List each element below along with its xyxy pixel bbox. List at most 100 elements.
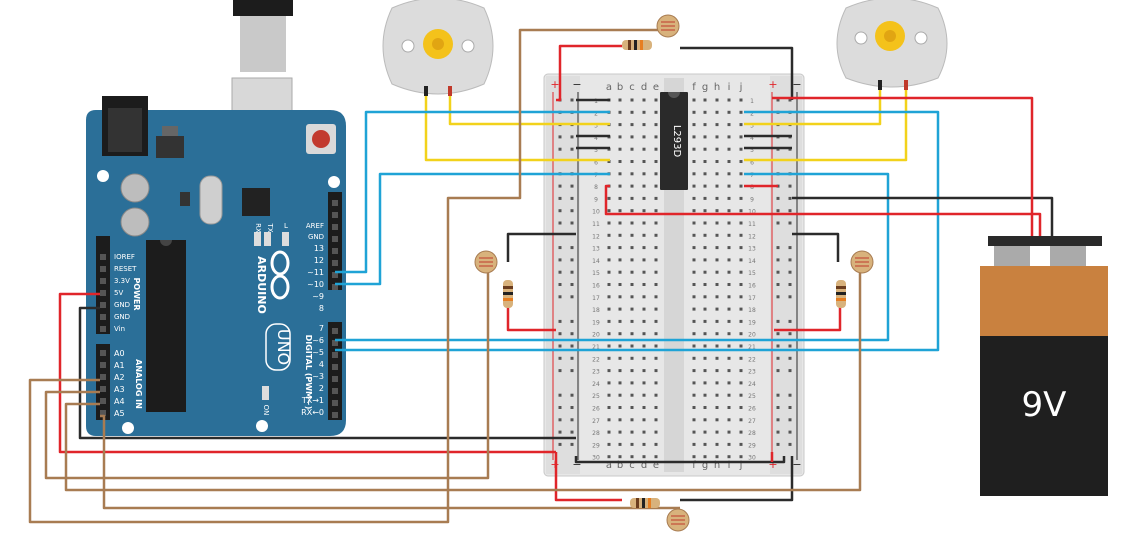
motor-gear-icon	[875, 21, 905, 51]
row-number: 15	[592, 270, 600, 277]
arduino-uno[interactable]: TX RX L ON ARDUINO UNO IOREF RE	[86, 0, 346, 436]
row-number: 6	[594, 160, 598, 167]
pin-ioref: IOREF	[114, 253, 135, 261]
wire-black	[506, 232, 576, 262]
battery-9v[interactable]: 9V	[980, 236, 1108, 496]
col-g: g	[702, 82, 708, 93]
l-label: L	[284, 222, 288, 230]
row-number: 21	[592, 344, 600, 351]
row-number: 9	[750, 196, 754, 203]
col-i-bottom: i	[728, 460, 731, 471]
pin-a4: A4	[114, 397, 125, 406]
l293d-chip[interactable]: L293D	[660, 92, 688, 190]
rail-plus-top-left: +	[550, 78, 559, 91]
wire-red	[774, 300, 842, 332]
row-number: 24	[748, 381, 756, 388]
wire-brown	[64, 262, 862, 492]
dc-motor-left[interactable]	[382, 0, 494, 96]
pin-gnd-2: GND	[114, 313, 130, 321]
row-number: 17	[592, 295, 600, 302]
resistor-right[interactable]	[836, 280, 846, 308]
wire-black	[78, 306, 576, 440]
col-h: h	[714, 82, 720, 93]
row-number: 8	[594, 184, 598, 191]
wire-yellow	[744, 90, 882, 126]
col-d: d	[641, 82, 647, 93]
wire-blue	[335, 172, 610, 286]
tx-label: TX	[266, 222, 274, 232]
row-number: 18	[592, 307, 600, 314]
battery-label: 9V	[1022, 385, 1067, 425]
col-b-bottom: b	[617, 460, 623, 471]
wire-black	[680, 456, 794, 502]
motor-gear-icon	[423, 29, 453, 59]
row-number: 8	[750, 184, 754, 191]
usb-cable-icon	[233, 0, 293, 16]
dc-motor-right[interactable]	[836, 0, 948, 90]
row-number: 9	[594, 196, 598, 203]
pin-gnd-3: GND	[308, 233, 324, 241]
col-f: f	[692, 82, 696, 93]
col-j: j	[739, 82, 743, 93]
row-number: 30	[748, 455, 756, 462]
row-number: 18	[748, 307, 756, 314]
photoresistor-right[interactable]	[850, 250, 874, 274]
row-number: 21	[748, 344, 756, 351]
row-number: 11	[748, 221, 756, 228]
row-number: 22	[592, 356, 600, 363]
wire-blue	[335, 110, 940, 352]
pin-0: RX←0	[301, 408, 324, 417]
pin-2: 2	[319, 384, 324, 393]
pin-4: 4	[319, 360, 324, 369]
row-number: 15	[748, 270, 756, 277]
pin-a5: A5	[114, 409, 125, 418]
arduino-logo-text: ARDUINO	[255, 256, 268, 314]
wire-black	[680, 46, 794, 100]
row-number: 29	[592, 442, 600, 449]
digital-bottom-pin-labels: 7 ~6 ~5 4 ~3 2 TX→1 RX←0	[301, 324, 324, 417]
col-a-bottom: a	[606, 460, 612, 471]
digital-heading: DIGITAL (PWM~)	[304, 335, 313, 410]
pin-5v: 5V	[114, 289, 123, 297]
row-number: 28	[748, 430, 756, 437]
rail-minus-top-left: −	[572, 78, 581, 91]
resistor-left[interactable]	[503, 280, 513, 308]
wire-red	[58, 292, 556, 454]
photoresistor-left[interactable]	[474, 250, 498, 274]
row-number: 3	[750, 123, 754, 130]
row-number: 7	[594, 172, 598, 179]
pin-9: ~9	[312, 292, 324, 301]
rail-plus-bottom-right: +	[768, 458, 777, 471]
row-number: 16	[748, 283, 756, 290]
row-number: 10	[592, 209, 600, 216]
row-number: 5	[594, 147, 598, 154]
analog-pin-labels: A0 A1 A2 A3 A4 A5	[114, 349, 125, 418]
pin-a2: A2	[114, 373, 125, 382]
wire-black	[792, 196, 1054, 236]
resistor-bottom[interactable]	[630, 498, 660, 508]
row-number: 28	[592, 430, 600, 437]
row-number: 30	[592, 455, 600, 462]
col-e: e	[653, 82, 659, 93]
arduino-header-pins	[100, 200, 338, 418]
row-number: 3	[594, 123, 598, 130]
wires	[28, 28, 1054, 524]
row-number: 26	[592, 406, 600, 413]
on-label: ON	[262, 405, 270, 416]
col-d-bottom: d	[641, 460, 647, 471]
row-number: 25	[748, 393, 756, 400]
resistor-top[interactable]	[622, 40, 652, 50]
wire-yellow	[744, 90, 908, 162]
row-number: 11	[592, 221, 600, 228]
model-label: UNO	[274, 329, 293, 365]
col-g-bottom: g	[702, 460, 708, 471]
photoresistor-bottom[interactable]	[666, 508, 690, 532]
pin-11: ~11	[307, 268, 324, 277]
pin-13: 13	[314, 244, 324, 253]
col-c-bottom: c	[629, 460, 635, 471]
wire-brown	[44, 262, 490, 480]
pin-7: 7	[319, 324, 324, 333]
photoresistor-top[interactable]	[656, 14, 680, 38]
rail-minus-bottom-left: −	[572, 458, 581, 471]
